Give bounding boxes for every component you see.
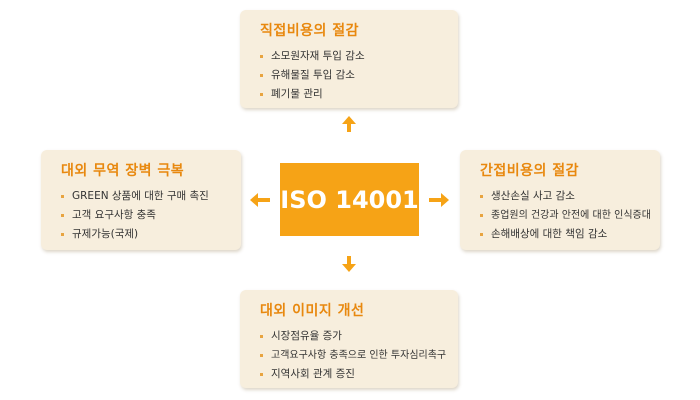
list-item-text: 유해물질 투입 감소 [271, 69, 355, 81]
list-item-text: 규제가능(국제) [72, 228, 139, 240]
card-title: 직접비용의 절감 [260, 23, 360, 39]
card-indirect-cost-reduction: 간접비용의 절감 생산손실 사고 감소 종업원의 건강과 안전에 대한 인식증대… [460, 150, 660, 250]
list-item: 소모원자재 투입 감소 [260, 50, 446, 63]
card-direct-cost-reduction: 직접비용의 절감 소모원자재 투입 감소 유해물질 투입 감소 폐기물 관리 [240, 10, 458, 108]
list-item-text: 고객 요구사항 충족 [72, 209, 156, 221]
bullet-icon [61, 233, 64, 236]
card-title: 간접비용의 절감 [480, 163, 580, 179]
list-item-text: 생산손실 사고 감소 [491, 190, 575, 202]
card-trade-barrier: 대외 무역 장벽 극복 GREEN 상품에 대한 구매 촉진 고객 요구사항 충… [41, 150, 241, 250]
list-item: 손해배상에 대한 책임 감소 [480, 228, 648, 241]
list-item-text: 종업원의 건강과 안전에 대한 인식증대 [491, 210, 651, 221]
card-list: 생산손실 사고 감소 종업원의 건강과 안전에 대한 인식증대 손해배상에 대한… [480, 190, 651, 241]
center-label: ISO 14001 [280, 185, 419, 214]
list-item: 시장점유율 증가 [260, 330, 446, 343]
card-list: 시장점유율 증가 고객요구사항 충족으로 인한 투자심리촉구 지역사회 관계 증… [260, 330, 446, 381]
list-item: GREEN 상품에 대한 구매 촉진 [61, 190, 229, 203]
list-item: 유해물질 투입 감소 [260, 69, 446, 82]
card-title: 대외 무역 장벽 극복 [61, 163, 185, 179]
card-list: 소모원자재 투입 감소 유해물질 투입 감소 폐기물 관리 [260, 50, 446, 101]
bullet-icon [260, 55, 263, 58]
list-item-text: GREEN 상품에 대한 구매 촉진 [72, 190, 209, 202]
bullet-icon [480, 214, 483, 217]
bullet-icon [260, 93, 263, 96]
list-item-text: 폐기물 관리 [271, 88, 323, 100]
arrow-right-icon [429, 193, 449, 207]
card-list: GREEN 상품에 대한 구매 촉진 고객 요구사항 충족 규제가능(국제) [61, 190, 229, 241]
list-item: 생산손실 사고 감소 [480, 190, 648, 203]
arrow-left-icon [250, 193, 270, 207]
list-item-text: 손해배상에 대한 책임 감소 [491, 228, 608, 240]
bullet-icon [260, 335, 263, 338]
arrow-down-icon [342, 256, 356, 272]
list-item-text: 소모원자재 투입 감소 [271, 50, 365, 62]
card-image-improvement: 대외 이미지 개선 시장점유율 증가 고객요구사항 충족으로 인한 투자심리촉구… [240, 290, 458, 388]
center-iso-box: ISO 14001 [280, 163, 419, 236]
list-item-text: 고객요구사항 충족으로 인한 투자심리촉구 [271, 350, 447, 361]
list-item: 종업원의 건강과 안전에 대한 인식증대 [480, 209, 651, 222]
bullet-icon [260, 373, 263, 376]
bullet-icon [260, 74, 263, 77]
bullet-icon [260, 354, 263, 357]
list-item-text: 시장점유율 증가 [271, 330, 342, 342]
list-item-text: 지역사회 관계 증진 [271, 368, 355, 380]
card-title: 대외 이미지 개선 [260, 303, 365, 319]
list-item: 지역사회 관계 증진 [260, 368, 446, 381]
list-item: 폐기물 관리 [260, 88, 446, 101]
bullet-icon [480, 195, 483, 198]
list-item: 규제가능(국제) [61, 228, 229, 241]
bullet-icon [61, 195, 64, 198]
arrow-up-icon [342, 116, 356, 132]
bullet-icon [480, 233, 483, 236]
list-item: 고객 요구사항 충족 [61, 209, 229, 222]
bullet-icon [61, 214, 64, 217]
list-item: 고객요구사항 충족으로 인한 투자심리촉구 [260, 349, 446, 362]
